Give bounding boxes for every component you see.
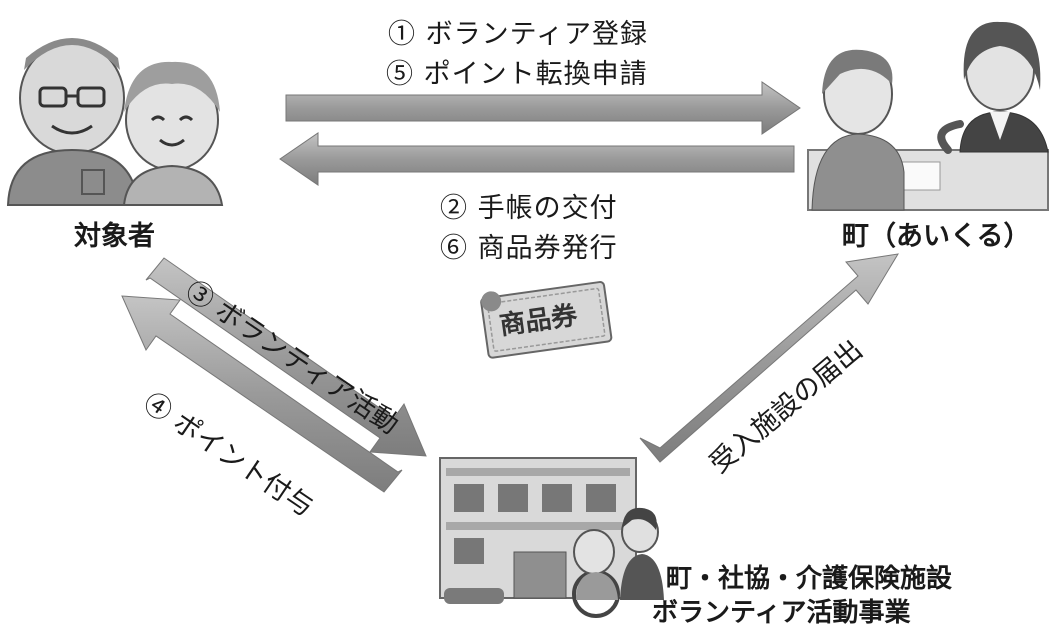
- voucher-illustration: [480, 281, 613, 359]
- step-2-label: ② 手帳の交付: [440, 193, 618, 224]
- arrow-to-facility: [145, 257, 427, 457]
- target-person-label: 対象者: [74, 221, 155, 252]
- arrow-to-target-from-facility: [121, 295, 403, 493]
- town-office-illustration: [807, 21, 1049, 211]
- elderly-couple-illustration: [6, 38, 224, 206]
- arrow-facility-to-town: [639, 253, 899, 463]
- step-5-label: ⑤ ポイント転換申請: [386, 59, 648, 90]
- facility-label-line2: ボランティア活動事業: [652, 598, 911, 624]
- arrow-to-town: [285, 81, 801, 135]
- arrow-to-target-person: [279, 132, 795, 186]
- town-label: 町（あいくる）: [842, 221, 1031, 252]
- step-1-label: ① ボランティア登録: [388, 19, 648, 50]
- facility-label-line1: 町・社協・介護保険施設: [666, 564, 953, 594]
- step-6-label: ⑥ 商品券発行: [440, 233, 618, 264]
- care-facility-illustration: [439, 457, 664, 618]
